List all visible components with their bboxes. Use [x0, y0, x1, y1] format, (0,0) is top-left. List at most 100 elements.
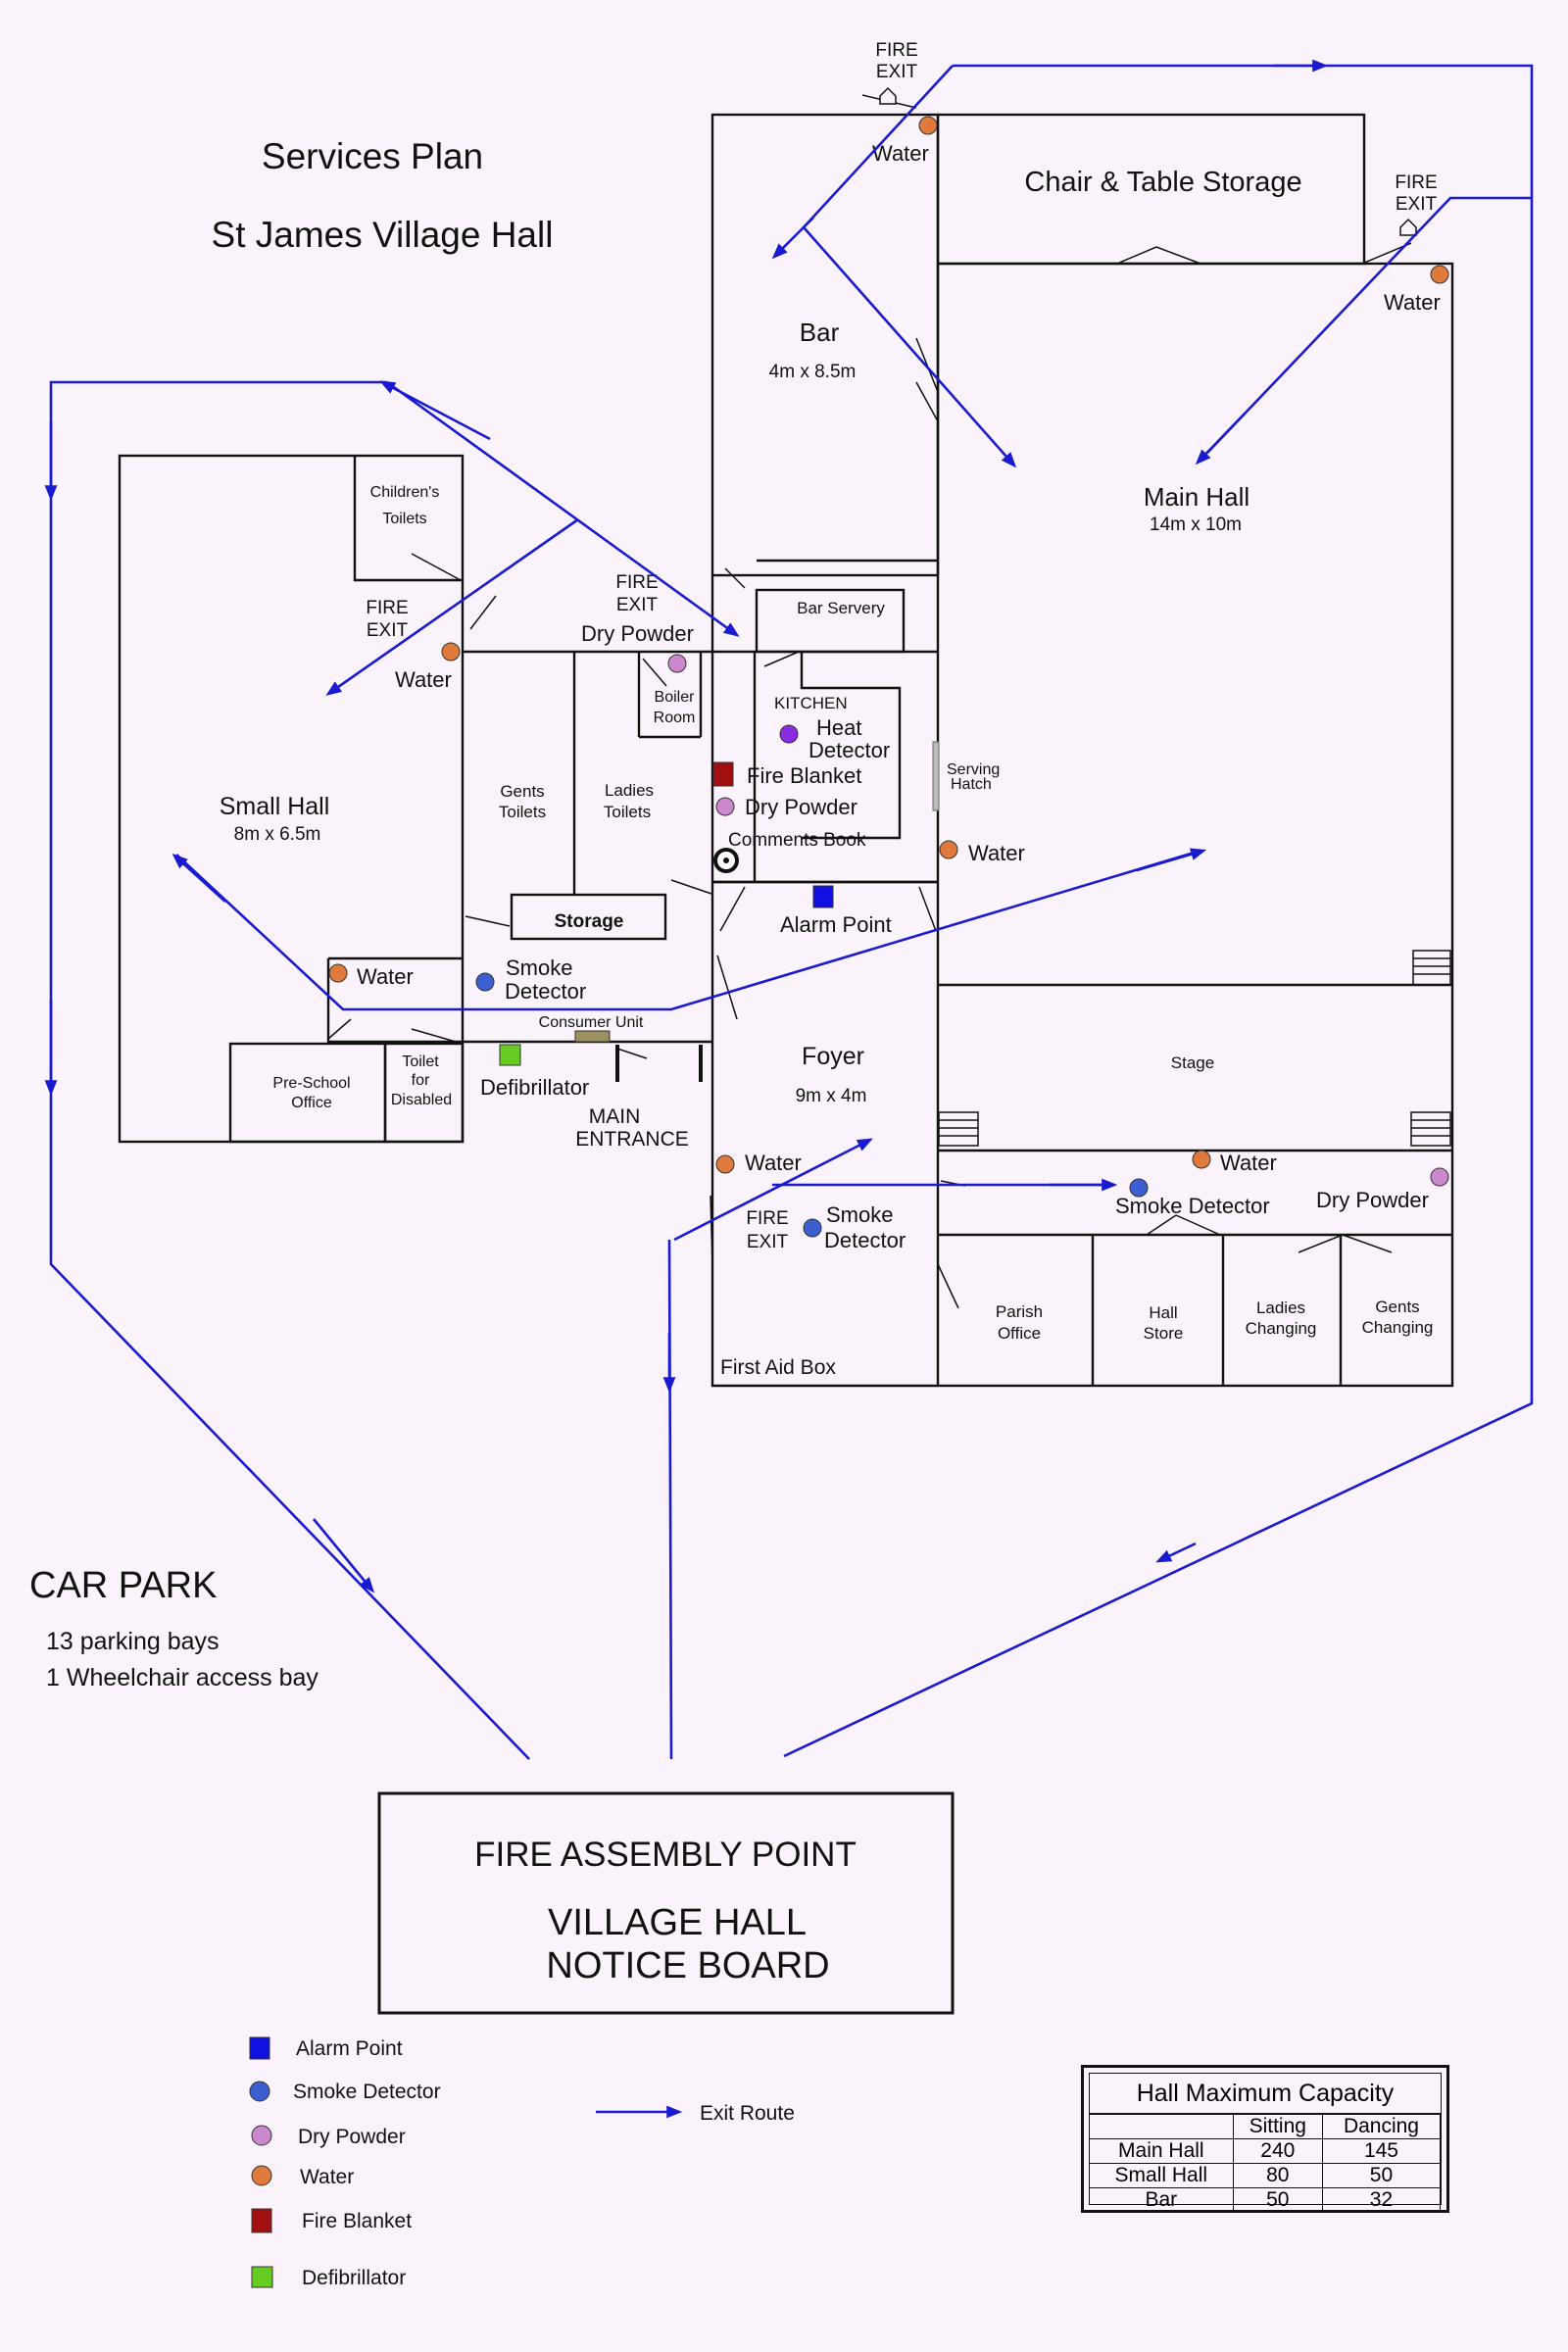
fire-exit-north-label-2: EXIT	[616, 595, 659, 615]
fire-exit-west-label-1: FIRE	[366, 598, 408, 618]
water-label: Water	[745, 1151, 802, 1175]
water-label: Water	[1384, 290, 1441, 315]
exit-route-foyer-south	[667, 1239, 673, 1760]
boiler-room-label-1: Boiler	[655, 689, 696, 706]
first-aid-box-label: First Aid Box	[720, 1356, 836, 1379]
smoke-detector-marker	[475, 972, 495, 992]
capacity-cell: Bar	[1090, 2187, 1234, 2212]
exit-route-smallhall-foyer	[175, 849, 1201, 1011]
legend: Alarm Point Smoke Detector Dry Powder Wa…	[249, 2036, 795, 2289]
capacity-column-header	[1090, 2114, 1234, 2139]
hall-store-label-2: Store	[1144, 1324, 1184, 1343]
fire-exit-top-label-2: EXIT	[876, 62, 918, 82]
exit-route-arrow	[1136, 848, 1207, 872]
capacity-cell: 50	[1321, 2163, 1442, 2188]
smoke-detector-label-1: Smoke	[506, 956, 572, 980]
water-marker	[1192, 1150, 1211, 1169]
smoke-detector-label-1: Smoke	[826, 1202, 893, 1227]
alarm-point-label: Alarm Point	[780, 912, 892, 937]
ladies-toilets-label-2: Toilets	[604, 803, 651, 821]
parish-office-label-2: Office	[998, 1324, 1041, 1343]
plan-title: Services Plan	[262, 136, 483, 176]
capacity-column-header: Dancing	[1321, 2114, 1442, 2139]
exit-route-smallhall-north	[386, 380, 740, 637]
heat-detector-label-2: Detector	[808, 738, 890, 762]
alarm-point-marker	[812, 885, 834, 908]
building-walls	[118, 113, 1454, 1388]
preschool-office-label-2: Office	[291, 1095, 332, 1111]
bar-size-label: 4m x 8.5m	[769, 362, 857, 382]
fire-exit-east-label-2: EXIT	[1396, 194, 1438, 215]
water-marker	[328, 963, 348, 983]
exit-route-arrow	[312, 1518, 375, 1593]
serving-hatch-label-1: Serving	[947, 761, 1000, 778]
plan-subtitle: St James Village Hall	[212, 215, 554, 255]
exit-route-smallhall-west	[325, 517, 579, 696]
fire-exit-top-label-1: FIRE	[875, 40, 917, 61]
fire-blanket-label: Fire Blanket	[747, 763, 861, 788]
exit-route-foyer	[673, 1138, 873, 1242]
legend-exit-route: Exit Route	[700, 2102, 795, 2125]
stage-label: Stage	[1171, 1054, 1214, 1072]
water-marker	[715, 1154, 735, 1174]
dry-powder-marker	[1430, 1167, 1449, 1187]
ladies-changing-label-1: Ladies	[1256, 1298, 1305, 1317]
disabled-toilet-label-1: Toilet	[402, 1054, 439, 1070]
car-park: CAR PARK 13 parking bays 1 Wheelchair ac…	[29, 1565, 318, 1691]
main-entrance-label-2: ENTRANCE	[575, 1128, 689, 1151]
main-hall-outline	[936, 262, 1454, 1388]
capacity-cell: 32	[1321, 2187, 1442, 2212]
assembly-title: FIRE ASSEMBLY POINT	[474, 1836, 857, 1874]
comments-book-label: Comments Book	[728, 830, 866, 851]
capacity-cell: 240	[1232, 2138, 1323, 2164]
legend-defibrillator-swatch	[251, 2266, 273, 2288]
legend-fire-blanket: Fire Blanket	[302, 2210, 412, 2232]
capacity-table-title: Hall Maximum Capacity	[1090, 2074, 1441, 2114]
legend-alarm-point-swatch	[249, 2036, 270, 2060]
fire-exit-south-label-1: FIRE	[746, 1208, 788, 1229]
exit-route-west	[49, 380, 530, 1760]
ladies-toilets-label-1: Ladies	[605, 781, 654, 800]
car-park-title: CAR PARK	[29, 1565, 217, 1606]
smoke-detector-marker	[1129, 1178, 1149, 1198]
capacity-cell: 50	[1232, 2187, 1323, 2212]
exit-route-mainhall-east	[1206, 196, 1532, 454]
capacity-cell: 80	[1232, 2163, 1323, 2188]
exit-route-arrow	[1155, 1542, 1197, 1563]
fire-exit-west-label-2: EXIT	[367, 620, 409, 641]
parish-office-label-1: Parish	[996, 1302, 1043, 1321]
water-label: Water	[872, 141, 929, 166]
main-hall-size-label: 14m x 10m	[1150, 514, 1242, 535]
fire-blanket-marker	[712, 761, 734, 787]
fire-exit-north-label-1: FIRE	[615, 572, 658, 593]
smoke-detector-label-2: Detector	[824, 1228, 906, 1252]
fire-exit-east-icon	[1399, 218, 1417, 236]
fire-exit-east-label-1: FIRE	[1395, 172, 1437, 193]
room-labels: Chair & Table Storage Bar 4m x 8.5m Main…	[220, 167, 1434, 1379]
consumer-unit-label: Consumer Unit	[539, 1014, 644, 1031]
fire-exit-south-label-2: EXIT	[747, 1232, 789, 1252]
smoke-detector-label-2: Detector	[505, 979, 586, 1004]
capacity-column-header: Sitting	[1232, 2114, 1323, 2139]
preschool-office-label-1: Pre-School	[272, 1075, 350, 1092]
dry-powder-label: Dry Powder	[581, 621, 694, 646]
exit-route-arrow	[379, 380, 491, 441]
main-hall-label: Main Hall	[1144, 482, 1250, 512]
capacity-cell: Main Hall	[1090, 2138, 1234, 2164]
capacity-cell: Small Hall	[1090, 2163, 1234, 2188]
legend-dry-powder: Dry Powder	[298, 2126, 406, 2148]
water-label: Water	[1220, 1151, 1277, 1175]
dry-powder-label: Dry Powder	[1316, 1188, 1429, 1212]
car-park-wheelchair: 1 Wheelchair access bay	[46, 1664, 318, 1691]
water-label: Water	[357, 964, 414, 989]
water-marker	[939, 840, 958, 859]
main-entrance-label-1: MAIN	[589, 1105, 641, 1128]
foyer-size-label: 9m x 4m	[796, 1086, 867, 1106]
fire-exit-top-icon	[861, 86, 917, 109]
dry-powder-label: Dry Powder	[745, 795, 858, 819]
